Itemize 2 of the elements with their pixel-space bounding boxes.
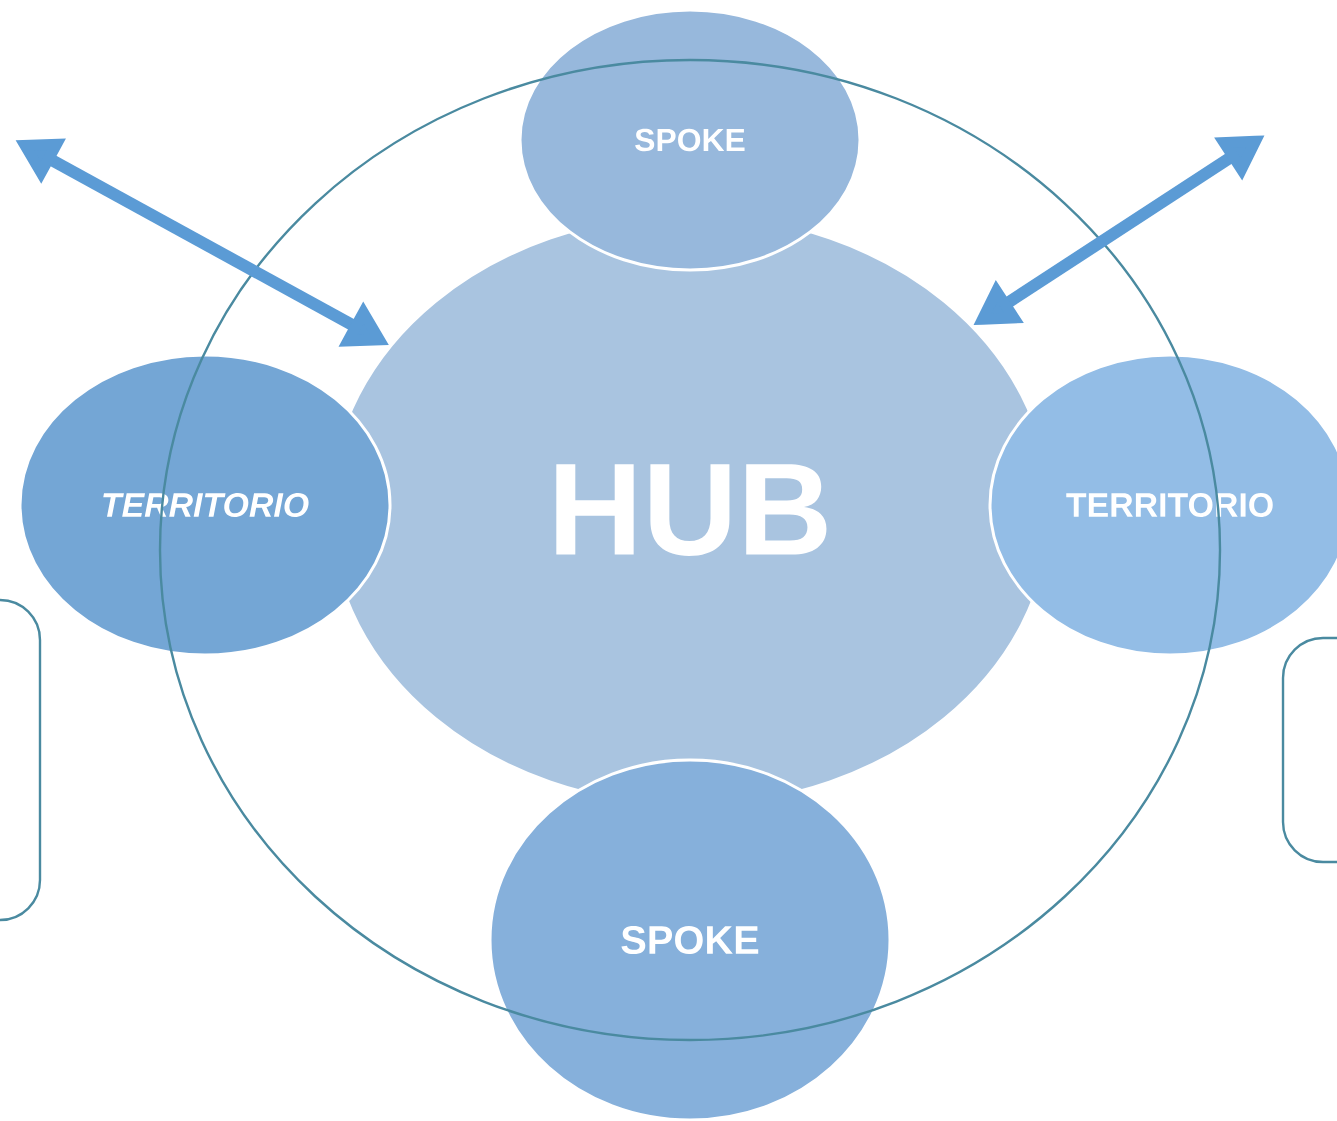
rounded-panel [0,598,42,922]
rounded-panel [1281,636,1337,864]
